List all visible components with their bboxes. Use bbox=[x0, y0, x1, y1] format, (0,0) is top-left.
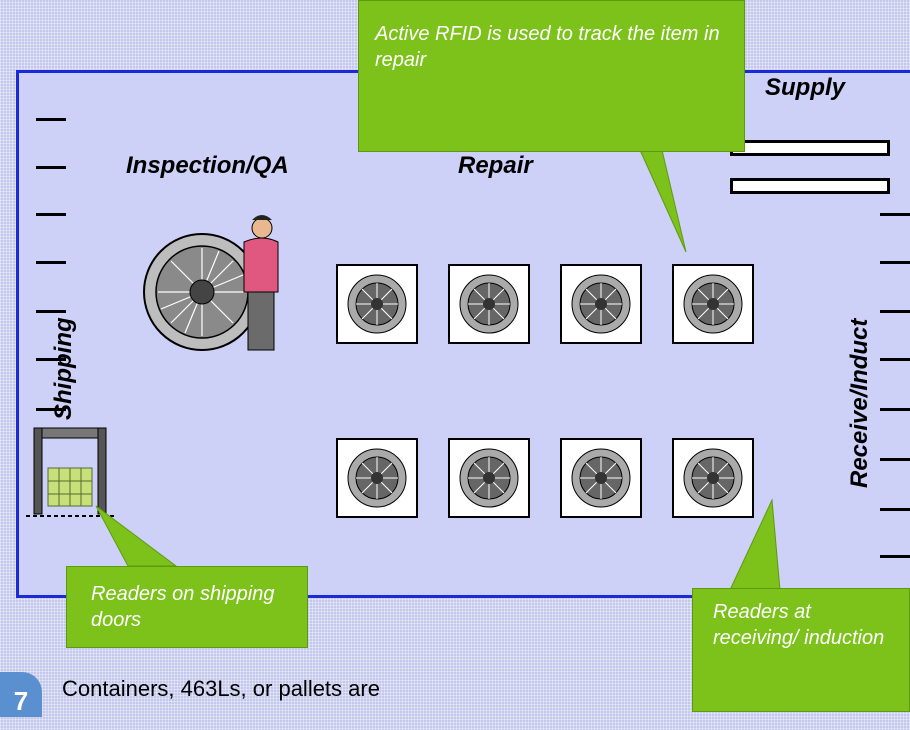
inspection-engine-mechanic bbox=[143, 215, 279, 351]
jet-engine-icon bbox=[143, 233, 261, 351]
repair-engine bbox=[672, 438, 754, 518]
body-text: Containers, 463Ls, or pallets are bbox=[62, 676, 380, 701]
repair-engine bbox=[448, 264, 530, 344]
shipping-dock-door bbox=[26, 427, 114, 517]
zone-label-supply: Supply bbox=[765, 74, 846, 101]
repair-engine bbox=[336, 438, 418, 518]
repair-engine bbox=[560, 264, 642, 344]
callout-rfid: Active RFID is used to track the item in… bbox=[358, 0, 745, 152]
dock-door-icon bbox=[26, 427, 114, 517]
supply-shelf-2 bbox=[730, 178, 890, 194]
repair-engine bbox=[672, 264, 754, 344]
pallet-icon bbox=[47, 467, 93, 507]
slide-number: 7 bbox=[0, 672, 42, 717]
zone-label-repair: Repair bbox=[458, 152, 533, 179]
repair-engine bbox=[448, 438, 530, 518]
callout-receiving: Readers at receiving/ induction bbox=[692, 588, 910, 712]
zone-label-inspection: Inspection/QA bbox=[126, 152, 289, 179]
repair-engine bbox=[560, 438, 642, 518]
callout-pointers bbox=[95, 149, 781, 591]
mechanic-figure-icon bbox=[243, 215, 279, 351]
repair-engine bbox=[336, 264, 418, 344]
callout-shipping-doors: Readers on shipping doors bbox=[66, 566, 308, 648]
